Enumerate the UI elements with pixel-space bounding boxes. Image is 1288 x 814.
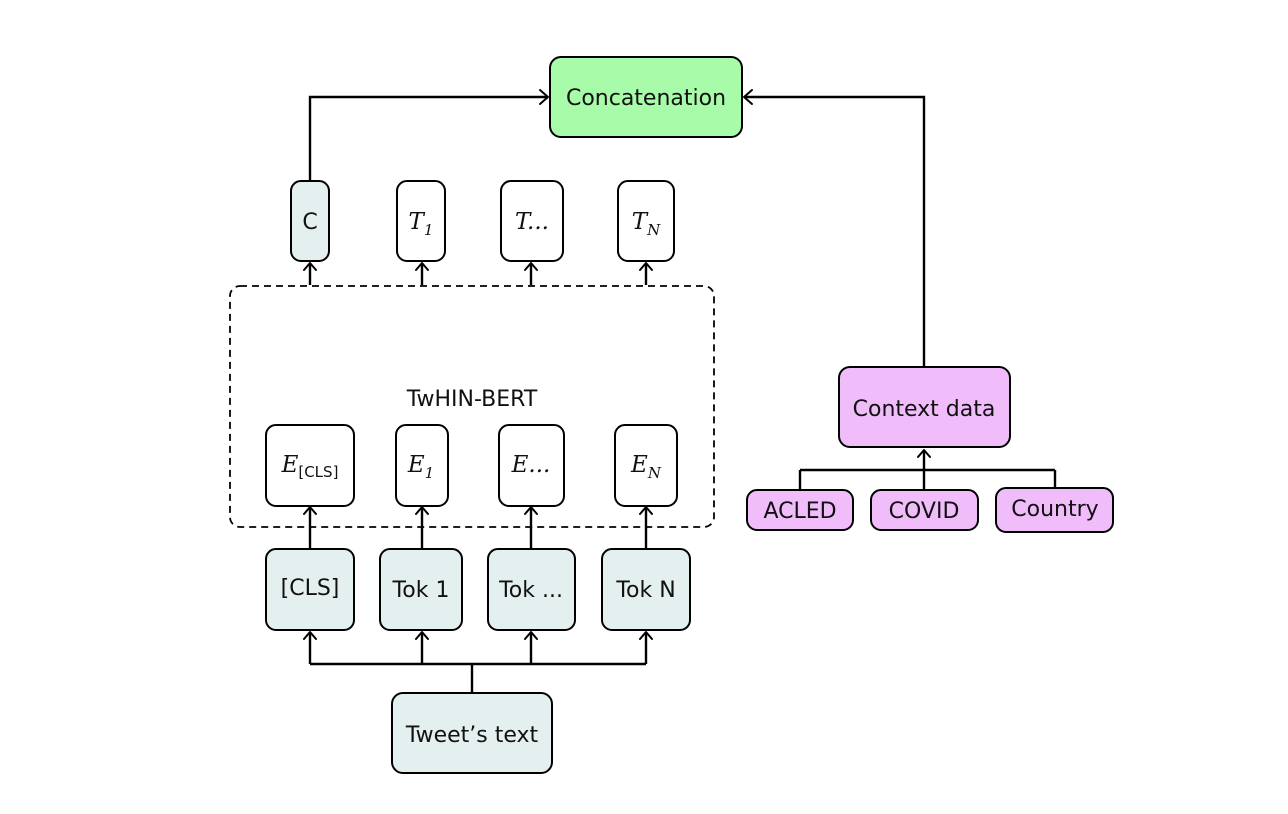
token-cls: [CLS] bbox=[265, 548, 355, 631]
model-to-output-arrows bbox=[303, 262, 653, 285]
context-sources: ACLED COVID Country bbox=[746, 487, 1114, 533]
token-1-label: Tok 1 bbox=[392, 578, 450, 603]
input-node: Tweet’s text bbox=[391, 692, 553, 774]
source-country: Country bbox=[995, 487, 1114, 533]
output-nodes: C T1 T... TN bbox=[290, 180, 675, 262]
source-acled-label: ACLED bbox=[763, 499, 836, 524]
context-to-concat-arrowhead bbox=[743, 89, 753, 105]
output-tn: TN bbox=[617, 180, 675, 262]
model-label: TwHIN-BERT bbox=[406, 387, 538, 412]
c-to-concat-arrowhead bbox=[539, 89, 549, 105]
source-covid: COVID bbox=[870, 489, 979, 531]
concatenation-label: Concatenation bbox=[566, 86, 726, 111]
token-cls-label: [CLS] bbox=[281, 576, 340, 601]
concatenation-node: Concatenation bbox=[549, 56, 743, 138]
output-c-label: C bbox=[302, 210, 317, 235]
embedding-dots: E... bbox=[498, 424, 565, 507]
source-acled: ACLED bbox=[746, 489, 854, 531]
twhin-bert-model: TwHIN-BERT bbox=[229, 285, 715, 528]
output-t1-label: T1 bbox=[409, 209, 434, 239]
embedding-n: EN bbox=[614, 424, 678, 507]
embedding-nodes: E[CLS] E1 E... EN bbox=[265, 424, 678, 507]
token-nodes: [CLS] Tok 1 Tok ... Tok N bbox=[265, 548, 691, 631]
c-to-concat-line bbox=[308, 95, 548, 181]
context-to-concat-line bbox=[744, 95, 926, 367]
output-tdots-label: T... bbox=[515, 209, 549, 235]
token-n-label: Tok N bbox=[615, 578, 675, 603]
embedding-1: E1 bbox=[395, 424, 449, 507]
input-to-token-arrows bbox=[303, 631, 653, 692]
embedding-cls-label: E[CLS] bbox=[281, 452, 339, 481]
input-label: Tweet’s text bbox=[405, 723, 539, 748]
embedding-dots-label: E... bbox=[511, 452, 551, 478]
context-label: Context data bbox=[853, 397, 996, 422]
output-c: C bbox=[290, 180, 330, 262]
token-dots: Tok ... bbox=[487, 548, 576, 631]
token-1: Tok 1 bbox=[379, 548, 463, 631]
token-n: Tok N bbox=[601, 548, 691, 631]
sources-to-context-arrows bbox=[798, 449, 1057, 490]
token-dots-label: Tok ... bbox=[498, 578, 563, 603]
source-country-label: Country bbox=[1011, 497, 1098, 522]
source-covid-label: COVID bbox=[889, 499, 960, 524]
output-tn-label: TN bbox=[632, 209, 661, 239]
embedding-1-label: E1 bbox=[407, 452, 434, 482]
output-tdots: T... bbox=[500, 180, 564, 262]
embedding-n-label: EN bbox=[630, 452, 662, 482]
output-t1: T1 bbox=[396, 180, 446, 262]
context-node: Context data bbox=[838, 366, 1011, 448]
model-boundary bbox=[229, 285, 715, 528]
embedding-cls: E[CLS] bbox=[265, 424, 355, 507]
